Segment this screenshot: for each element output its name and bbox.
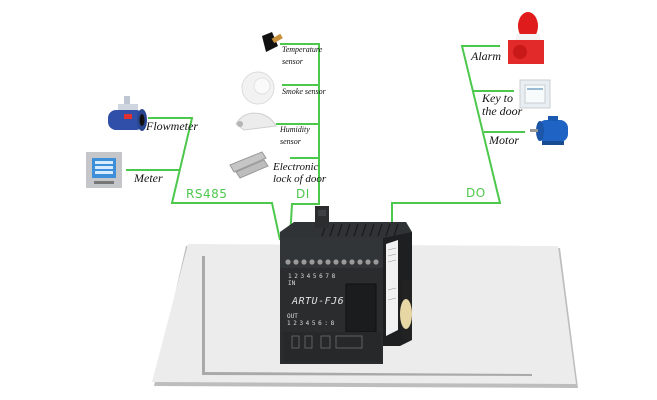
meter-label: Meter [134, 171, 163, 185]
controller-model-label: ARTU-FJ6 [292, 296, 345, 307]
motor-icon [530, 116, 568, 145]
controller-in-numbers: 1 2 3 4 5 6 7 8 [288, 273, 335, 280]
di-bus-label: DI [296, 187, 310, 201]
do-bus-lines [391, 45, 525, 222]
door-lock-icon [229, 151, 269, 179]
temperature-sensor-label-line2: sensor [282, 57, 303, 66]
motor-label: Motor [489, 133, 519, 147]
humidity-sensor-label-line2: sensor [280, 137, 301, 146]
flowmeter-icon [108, 96, 147, 131]
rs485-bus-lines [126, 117, 281, 241]
controller-out-label: OUT [287, 313, 298, 320]
key-to-door-label-line1: Key to [482, 91, 513, 105]
door-lock-label-line1: Electronic [273, 161, 319, 173]
temperature-sensor-icon [262, 32, 283, 52]
door-exit-button-icon [519, 79, 551, 109]
do-bus-label: DO [466, 186, 486, 200]
controller-module [280, 206, 412, 364]
humidity-sensor-label-line1: Humidity [280, 125, 310, 134]
flowmeter-label: Flowmeter [146, 119, 198, 133]
rs485-bus-label: RS485 [186, 187, 228, 201]
power-meter-icon [86, 152, 122, 188]
alarm-beacon-icon [508, 12, 544, 64]
controller-in-label: IN [288, 280, 296, 287]
smoke-sensor-label: Smoke sensor [282, 87, 326, 96]
alarm-label: Alarm [471, 49, 501, 63]
di-bus-lines [276, 43, 320, 239]
controller-out-numbers: 1 2 3 4 5 6 : 8 [287, 320, 334, 327]
key-to-door-label-line2: the door [482, 104, 523, 118]
humidity-sensor-icon [235, 112, 277, 131]
smoke-sensor-icon [241, 71, 275, 105]
temperature-sensor-label-line1: Temperature [282, 45, 323, 54]
door-lock-label-line2: lock of door [273, 173, 327, 185]
